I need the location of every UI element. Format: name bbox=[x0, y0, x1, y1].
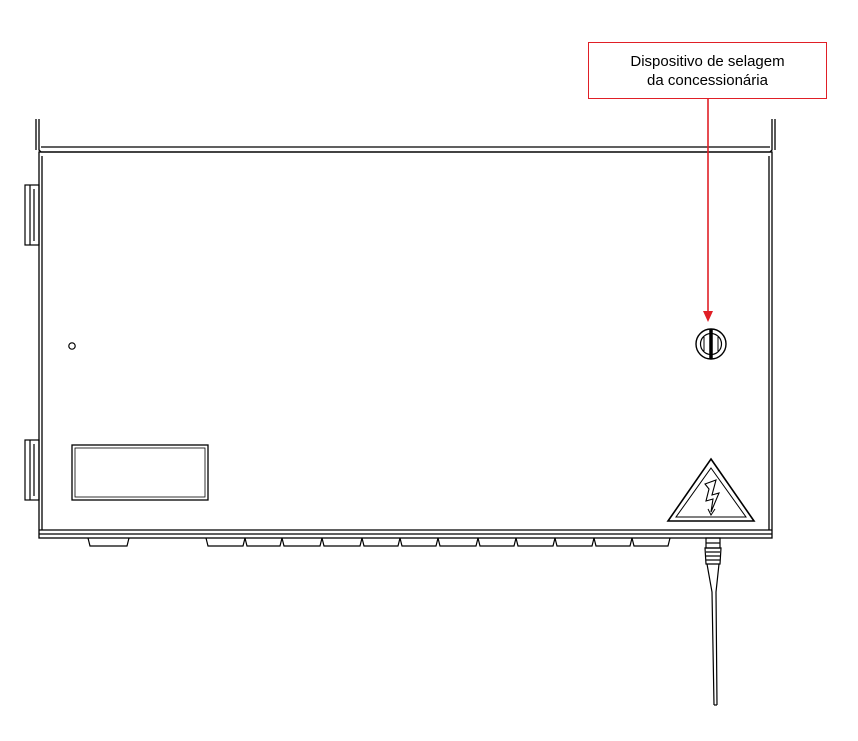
cable bbox=[706, 563, 720, 706]
callout-arrow bbox=[703, 99, 713, 322]
label-window bbox=[71, 444, 209, 501]
top-flange bbox=[35, 119, 776, 153]
lower-hinge bbox=[24, 439, 40, 501]
seal-device-callout: Dispositivo de selagem da concessionária bbox=[588, 42, 827, 99]
electrical-hazard-warning-icon bbox=[666, 457, 756, 522]
enclosure-body bbox=[38, 151, 773, 539]
upper-hinge bbox=[24, 184, 40, 246]
cable-gland bbox=[704, 537, 722, 565]
callout-line-1: Dispositivo de selagem bbox=[630, 52, 785, 70]
callout-line-2: da concessionária bbox=[647, 71, 768, 89]
bottom-knockouts bbox=[87, 537, 671, 547]
latch-hole bbox=[68, 342, 76, 350]
seal-device-icon bbox=[695, 328, 727, 360]
